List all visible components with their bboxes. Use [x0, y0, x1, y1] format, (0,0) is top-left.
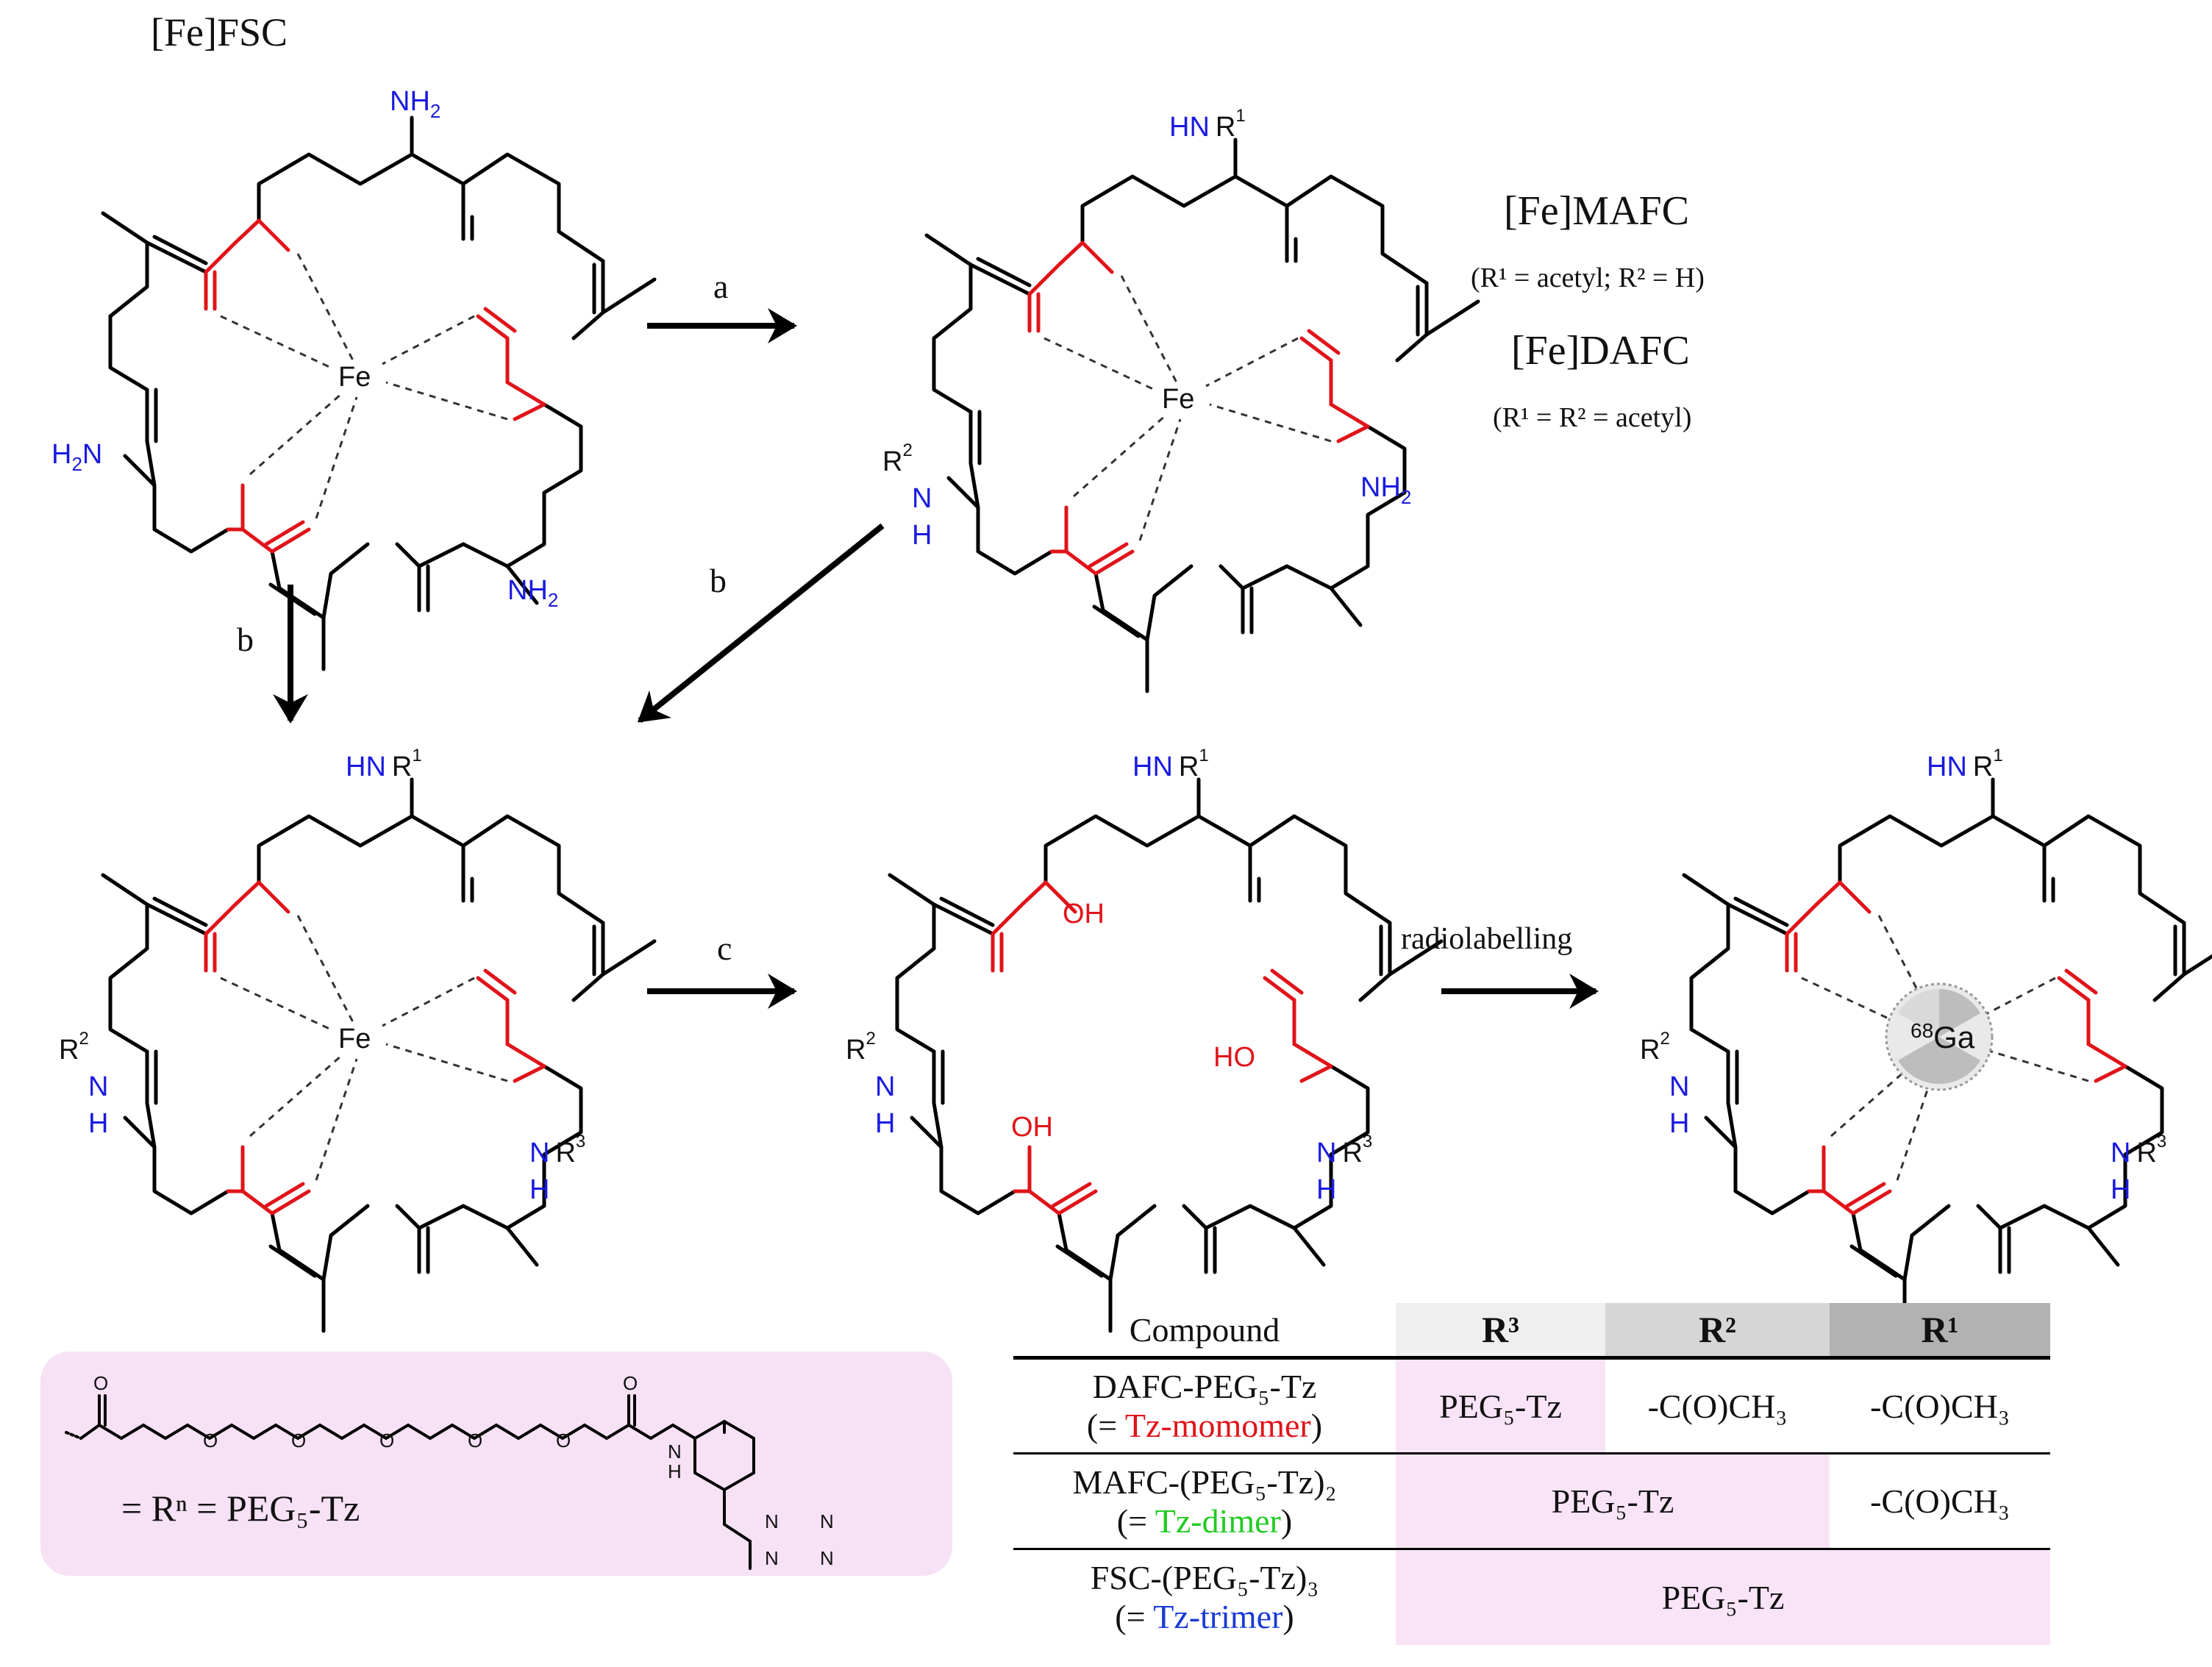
compound-cell: FSC-(PEG₅-Tz)₃ (= Tz-trimer): [1090, 1559, 1319, 1636]
svg-text:H: H: [529, 1174, 549, 1205]
r3-cell: PEG₅-Tz: [1396, 1357, 1605, 1454]
table-row: FSC-(PEG₅-Tz)₃ (= Tz-trimer) PEG₅-Tz: [1013, 1549, 2050, 1645]
svg-text:R2: R2: [59, 1029, 89, 1065]
r3-r2-r1-cell: PEG₅-Tz: [1396, 1549, 2050, 1645]
svg-text:N: N: [88, 1071, 108, 1102]
arrow-b-diagonal: [637, 523, 885, 724]
radiolabelling-label: radiolabelling: [1401, 922, 1572, 956]
svg-text:NR3: NR3: [529, 1132, 585, 1168]
svg-text:R2: R2: [846, 1029, 876, 1065]
svg-text:68Ga: 68Ga: [1910, 1019, 1975, 1054]
svg-text:O: O: [379, 1429, 394, 1452]
svg-text:H: H: [2111, 1174, 2130, 1205]
svg-text:O: O: [291, 1429, 306, 1452]
svg-text:N: N: [765, 1510, 779, 1532]
svg-text:N: N: [912, 483, 932, 514]
substituent-table: Compound R³ R² R¹ DAFC-PEG₅-Tz (= Tz-mom…: [1013, 1303, 2050, 1645]
peg-tz-definition-box: O O O O O O O N H N N N N = Rⁿ = PEG₅-Tz: [40, 1352, 952, 1576]
step-b-label-diagonal: b: [710, 562, 727, 599]
compound-cell: DAFC-PEG₅-Tz (= Tz-momomer): [1013, 1357, 1396, 1454]
svg-text:N: N: [875, 1071, 895, 1102]
table-row: DAFC-PEG₅-Tz (= Tz-momomer) PEG₅-Tz -C(O…: [1013, 1357, 2050, 1454]
svg-text:NH2: NH2: [1360, 472, 1411, 508]
fe-atom-label: Fe: [1162, 384, 1194, 415]
fe-atom-label: Fe: [338, 1024, 371, 1054]
svg-text:NR3: NR3: [2111, 1132, 2166, 1168]
svg-text:H: H: [1316, 1174, 1336, 1205]
step-b-label-left: b: [237, 621, 254, 658]
svg-text:H: H: [668, 1460, 682, 1482]
svg-text:NH2: NH2: [507, 575, 558, 611]
svg-text:R2: R2: [882, 440, 913, 477]
svg-text:R2: R2: [1640, 1029, 1670, 1065]
svg-text:HO: HO: [1213, 1042, 1255, 1073]
header-r2: R²: [1605, 1303, 1830, 1360]
compound-cell: MAFC-(PEG₅-Tz)₂ (= Tz-dimer): [1013, 1453, 1396, 1550]
svg-text:H: H: [912, 520, 932, 551]
dafc-title: [Fe]DAFC: [1511, 328, 1690, 374]
mafc-note: (R¹ = acetyl; R² = H): [1471, 263, 1705, 293]
r1-cell: -C(O)CH₃: [1830, 1453, 2050, 1550]
svg-text:H: H: [88, 1108, 108, 1139]
svg-text:O: O: [556, 1429, 571, 1452]
header-compound: Compound: [1013, 1303, 1396, 1360]
r1-cell: -C(O)CH₃: [1830, 1357, 2050, 1454]
header-r1: R¹: [1830, 1303, 2050, 1360]
svg-text:O: O: [203, 1429, 218, 1452]
fsc-title: [Fe]FSC: [151, 10, 288, 54]
svg-text:O: O: [93, 1372, 108, 1394]
peg-tz-structure: O O O O O O O N H N N N N = Rⁿ = PEG₅-Tz: [65, 1372, 834, 1570]
svg-text:H: H: [1669, 1108, 1689, 1139]
svg-text:O: O: [623, 1372, 638, 1394]
svg-text:O: O: [468, 1429, 482, 1452]
svg-text:NR3: NR3: [1316, 1132, 1372, 1168]
svg-text:N: N: [1669, 1071, 1689, 1102]
dafc-note: (R¹ = R² = acetyl): [1493, 402, 1691, 433]
svg-text:NH2: NH2: [390, 86, 440, 122]
svg-text:H2N: H2N: [51, 439, 102, 475]
peg-formula: = Rⁿ = PEG₅-Tz: [121, 1488, 360, 1529]
mafc-title: [Fe]MAFC: [1504, 188, 1689, 234]
svg-text:H: H: [875, 1108, 895, 1139]
r2-cell: -C(O)CH₃: [1605, 1357, 1830, 1454]
fe-atom-label: Fe: [338, 362, 371, 393]
table-row: MAFC-(PEG₅-Tz)₂ (= Tz-dimer) PEG₅-Tz -C(…: [1013, 1453, 2050, 1550]
fsc-structure: Fe NH2 NH2 H2N: [51, 86, 654, 669]
svg-text:OH: OH: [1063, 899, 1105, 929]
radioactive-icon: [1885, 982, 1994, 1091]
header-r3: R³: [1396, 1303, 1605, 1360]
svg-text:N: N: [820, 1510, 834, 1532]
step-a-label: a: [713, 268, 728, 305]
svg-text:N: N: [820, 1547, 834, 1569]
svg-text:N: N: [765, 1547, 779, 1569]
svg-text:N: N: [668, 1441, 682, 1463]
r3-r2-cell: PEG₅-Tz: [1396, 1453, 1830, 1550]
svg-text:OH: OH: [1011, 1112, 1053, 1143]
step-c-label: c: [717, 929, 732, 967]
